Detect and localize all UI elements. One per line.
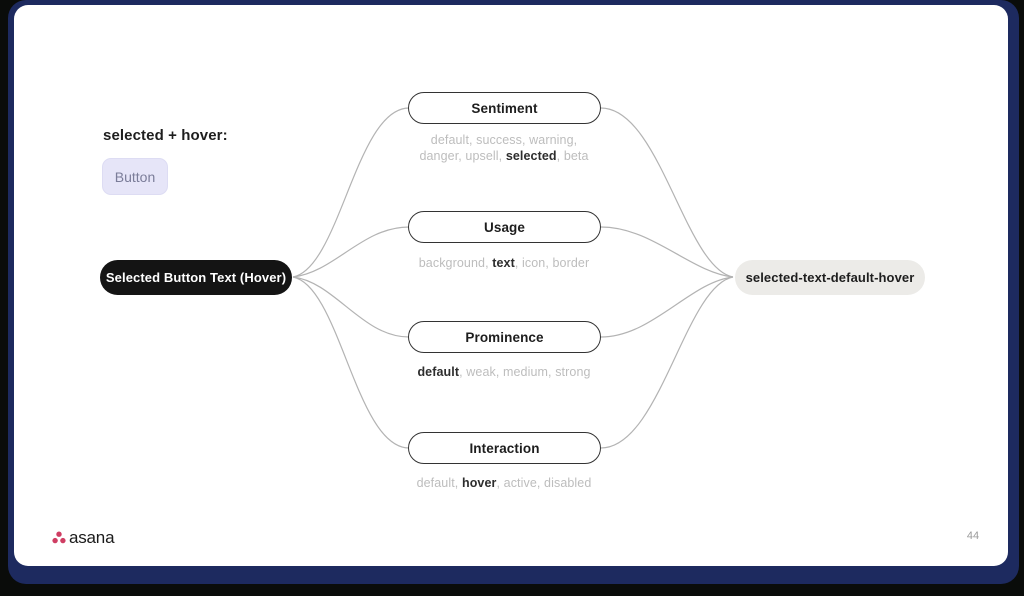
node-usage: Usage	[408, 211, 601, 243]
caption-usage-values: background, text, icon, border	[418, 256, 590, 270]
node-sentiment: Sentiment	[408, 92, 601, 124]
example-button-sample: Button	[102, 158, 168, 195]
node-interaction: Interaction	[408, 432, 601, 464]
asana-logo: asana	[52, 528, 115, 547]
asana-dots-icon	[52, 531, 66, 544]
result-token-pill: selected-text-default-hover	[735, 260, 925, 295]
page-number: 44	[966, 530, 980, 542]
source-token-pill: Selected Button Text (Hover)	[100, 260, 292, 295]
caption-sentiment-values: default, success, warning,danger, upsell…	[419, 133, 589, 163]
caption-interaction-values: default, hover, active, disabled	[416, 476, 592, 490]
caption-prominence-values: default, weak, medium, strong	[417, 365, 591, 379]
example-state-label: selected + hover:	[103, 127, 228, 144]
node-prominence: Prominence	[408, 321, 601, 353]
asana-wordmark: asana	[69, 528, 115, 547]
